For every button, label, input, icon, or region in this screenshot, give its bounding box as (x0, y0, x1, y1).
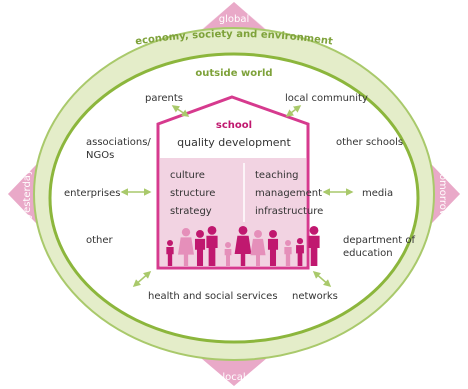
infrastructure-label: infrastructure (255, 206, 323, 217)
person-body (224, 249, 232, 266)
local-community-label: local community (285, 93, 368, 104)
arrow-parents (171, 105, 190, 117)
enterprises-label: enterprises (64, 188, 120, 199)
teaching-label: teaching (255, 170, 299, 181)
person-head (285, 240, 291, 246)
person-body (234, 235, 252, 266)
yesterday-label: yesterday (22, 169, 33, 219)
strategy-label: strategy (170, 206, 212, 217)
person-head (181, 228, 191, 237)
department-label-line2: education (343, 248, 393, 259)
global-label: global (219, 14, 250, 25)
department-label-line1: department of (343, 235, 415, 246)
person-head (167, 240, 173, 246)
person-head (269, 230, 277, 238)
person-head (238, 226, 248, 235)
person-head (296, 238, 304, 245)
school-title: school (216, 120, 252, 131)
person-head (207, 226, 217, 235)
people-group (166, 226, 320, 266)
person-body (296, 245, 304, 266)
person-body (194, 238, 206, 266)
outside-world-label: outside world (195, 68, 272, 79)
person-head (225, 242, 231, 248)
arrow-local-community (285, 105, 302, 117)
person-head (309, 226, 319, 235)
person-body (206, 235, 218, 266)
person-body (178, 237, 194, 266)
health-services-label: health and social services (148, 291, 278, 302)
person-body (267, 238, 279, 266)
person-body (166, 247, 174, 266)
person-head (254, 230, 262, 238)
quality-development-label: quality development (177, 136, 291, 149)
arrow-networks (312, 271, 332, 287)
person-head (196, 230, 204, 238)
networks-label: networks (292, 291, 338, 302)
arrow-health-services (132, 271, 152, 287)
local-label: local (222, 372, 245, 383)
other-schools-label: other schools (336, 137, 403, 148)
tomorrow-label: tomorrow (437, 170, 448, 218)
person-body (284, 247, 292, 266)
other-label: other (86, 235, 114, 246)
media-label: media (362, 188, 393, 199)
person-body (250, 238, 266, 266)
culture-label: culture (170, 170, 205, 181)
person-body (308, 235, 320, 266)
structure-label: structure (170, 188, 215, 199)
management-label: management (255, 188, 322, 199)
parents-label: parents (145, 93, 183, 104)
associations-label-line2: NGOs (86, 150, 114, 161)
associations-label-line1: associations/ (86, 137, 151, 148)
